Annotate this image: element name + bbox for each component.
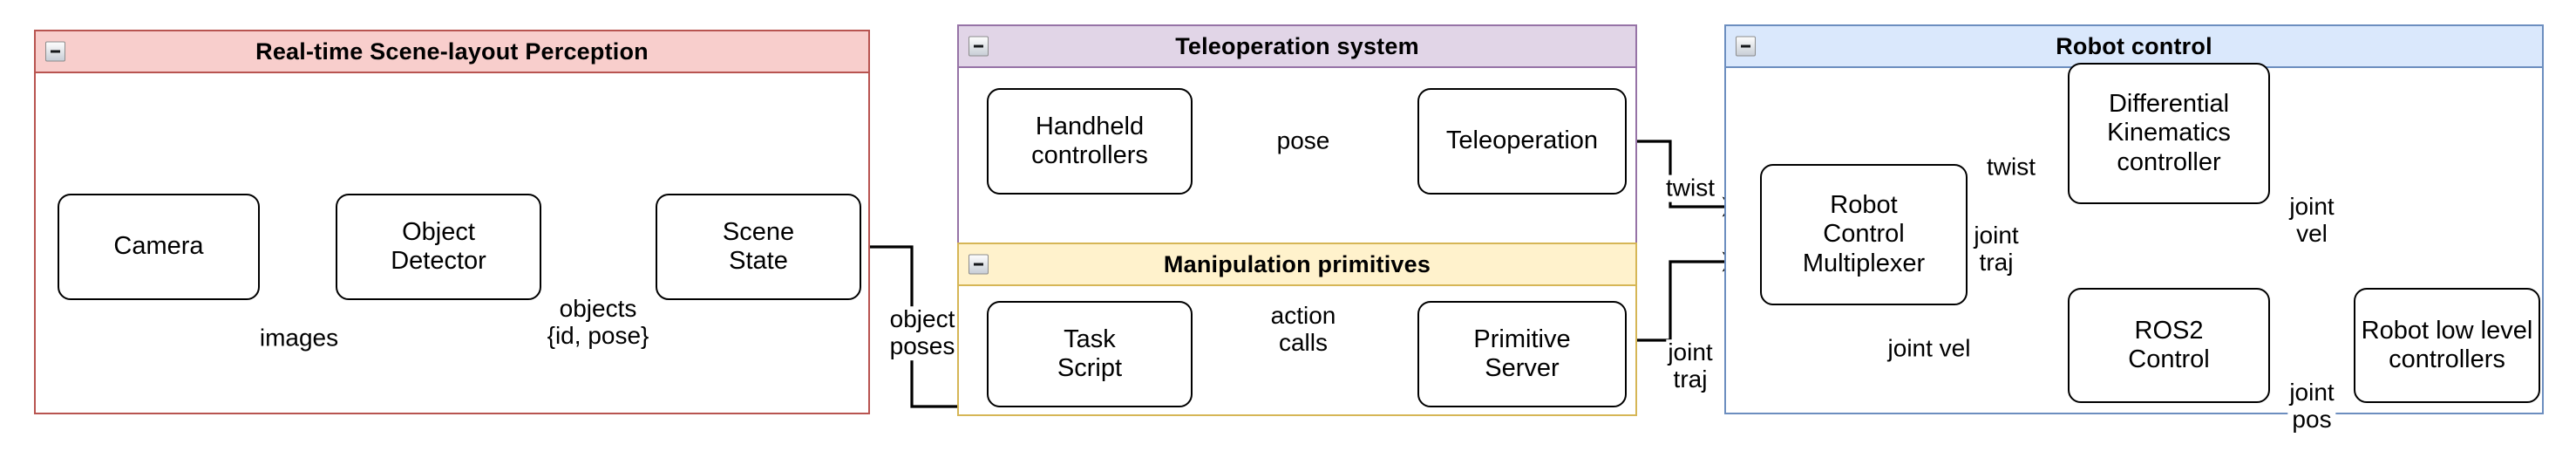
panel-header-robot-control: Robot control <box>1726 26 2542 68</box>
edge-label-joint-traj-out: joint traj <box>1666 338 1715 393</box>
node-label-differential-kinematics-controller: Differential Kinematics controller <box>2107 90 2231 176</box>
edge-label-twist-out: twist <box>1664 174 1716 202</box>
node-object-detector[interactable]: Object Detector <box>336 194 541 300</box>
minus-icon[interactable] <box>45 41 65 62</box>
node-primitive-server[interactable]: Primitive Server <box>1417 301 1627 407</box>
minus-icon[interactable] <box>969 254 989 275</box>
minus-icon[interactable] <box>1736 36 1756 57</box>
node-teleoperation-node[interactable]: Teleoperation <box>1417 88 1627 195</box>
panel-title-teleoperation: Teleoperation system <box>1175 32 1419 59</box>
edge-label-twist-mux: twist <box>1985 153 2037 181</box>
node-handheld-controllers[interactable]: Handheld controllers <box>987 88 1193 195</box>
node-ros2-control[interactable]: ROS2 Control <box>2068 288 2270 403</box>
node-label-camera: Camera <box>113 232 204 261</box>
edge-label-action-calls: action calls <box>1268 302 1338 357</box>
edge-label-images: images <box>257 324 341 352</box>
path-teleoperation-to-mux <box>1627 140 1750 217</box>
node-label-robot-control-multiplexer: Robot Control Multiplexer <box>1802 191 1926 277</box>
node-scene-state[interactable]: Scene State <box>656 194 861 300</box>
panel-title-manipulation: Manipulation primitives <box>1163 250 1431 277</box>
edge-label-pose: pose <box>1274 126 1332 155</box>
node-label-primitive-server: Primitive Server <box>1473 325 1571 382</box>
edge-label-objects-id-pose: objects {id, pose} <box>545 295 651 350</box>
edge-label-joint-traj-mux: joint traj <box>1972 222 2021 277</box>
node-task-script[interactable]: Task Script <box>987 301 1193 407</box>
panel-header-perception: Real-time Scene-layout Perception <box>36 31 868 73</box>
node-differential-kinematics-controller[interactable]: Differential Kinematics controller <box>2068 63 2270 204</box>
panel-header-manipulation: Manipulation primitives <box>959 244 1635 286</box>
node-label-robot-low-level-controllers: Robot low level controllers <box>2361 316 2533 373</box>
node-robot-low-level-controllers[interactable]: Robot low level controllers <box>2354 288 2540 403</box>
node-label-teleoperation-node: Teleoperation <box>1445 126 1599 155</box>
edge-label-joint-vel-in: joint vel <box>1886 334 1973 363</box>
node-label-handheld-controllers: Handheld controllers <box>1031 112 1148 169</box>
panel-title-perception: Real-time Scene-layout Perception <box>255 38 649 65</box>
minus-icon[interactable] <box>969 36 989 57</box>
node-label-object-detector: Object Detector <box>391 217 486 275</box>
panel-header-teleoperation: Teleoperation system <box>959 26 1635 68</box>
panel-title-robot-control: Robot control <box>2056 32 2212 59</box>
path-primitive-to-mux <box>1627 251 1750 342</box>
node-robot-control-multiplexer[interactable]: Robot Control Multiplexer <box>1760 164 1968 305</box>
node-label-task-script: Task Script <box>1057 325 1123 382</box>
node-label-scene-state: Scene State <box>722 217 795 275</box>
edge-label-joint-vel-dk: joint vel <box>2287 193 2336 248</box>
edge-label-object-poses: object poses <box>887 305 957 360</box>
node-label-ros2-control: ROS2 Control <box>2128 316 2210 373</box>
edge-label-joint-pos: joint pos <box>2287 379 2336 434</box>
node-camera[interactable]: Camera <box>58 194 260 300</box>
